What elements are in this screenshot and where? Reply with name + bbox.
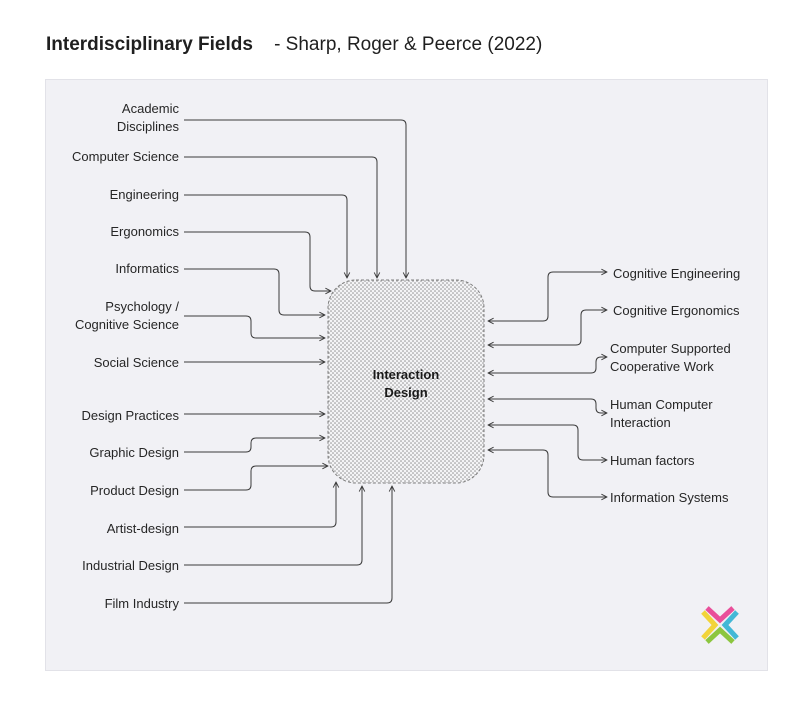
connector-psychology — [184, 315, 325, 338]
label-hci-2: Interaction — [610, 415, 671, 430]
connector-cognitive-ergonomics — [488, 310, 607, 345]
connector-industrial-design — [184, 486, 362, 566]
connector-academic-disciplines — [184, 119, 406, 278]
label-hci-1: Human Computer — [610, 397, 713, 412]
label-design-practices: Design Practices — [81, 408, 179, 423]
title-main: Interdisciplinary Fields — [46, 34, 253, 55]
connector-cognitive-engineering — [488, 272, 607, 321]
label-artist-design: Artist-design — [107, 521, 179, 536]
label-industrial-design: Industrial Design — [82, 558, 179, 573]
label-informatics: Informatics — [115, 261, 179, 276]
center-label-line1: Interaction — [373, 367, 440, 382]
label-information-systems: Information Systems — [610, 490, 729, 505]
interaction-design-block — [327, 279, 485, 484]
label-ergonomics: Ergonomics — [110, 224, 179, 239]
connector-cscw — [488, 357, 607, 373]
connector-computer-science — [184, 156, 377, 278]
label-social-science: Social Science — [94, 355, 179, 370]
connector-product-design — [184, 466, 328, 491]
logo-green-chevron — [705, 626, 735, 644]
label-cognitive-ergonomics: Cognitive Ergonomics — [613, 303, 740, 318]
connector-information-systems — [488, 450, 607, 497]
page-title: Interdisciplinary Fields - Sharp, Roger … — [46, 34, 542, 56]
connector-graphic-design — [184, 438, 325, 453]
label-cognitive-engineering: Cognitive Engineering — [613, 266, 740, 281]
label-human-factors: Human factors — [610, 453, 695, 468]
logo-blue-chevron — [721, 610, 739, 640]
connector-engineering — [184, 194, 347, 278]
connector-informatics — [184, 268, 325, 315]
label-psychology-2: Cognitive Science — [75, 317, 179, 332]
label-academic-disciplines-2: Disciplines — [117, 119, 180, 134]
label-film-industry: Film Industry — [105, 596, 180, 611]
label-academic-disciplines-1: Academic — [122, 101, 180, 116]
connector-film-industry — [184, 486, 392, 604]
brand-logo — [701, 606, 739, 644]
connector-artist-design — [184, 482, 336, 528]
label-graphic-design: Graphic Design — [89, 445, 179, 460]
logo-pink-chevron — [705, 606, 735, 624]
label-product-design: Product Design — [90, 483, 179, 498]
connector-ergonomics — [184, 231, 331, 291]
logo-yellow-chevron — [701, 610, 719, 640]
label-engineering: Engineering — [110, 187, 179, 202]
label-psychology-1: Psychology / — [105, 299, 179, 314]
connector-hci — [488, 399, 607, 413]
label-cscw-1: Computer Supported — [610, 341, 731, 356]
center-label-line2: Design — [384, 385, 427, 400]
label-computer-science: Computer Science — [72, 149, 179, 164]
label-cscw-2: Cooperative Work — [610, 359, 714, 374]
title-citation: - Sharp, Roger & Peerce (2022) — [274, 34, 543, 55]
